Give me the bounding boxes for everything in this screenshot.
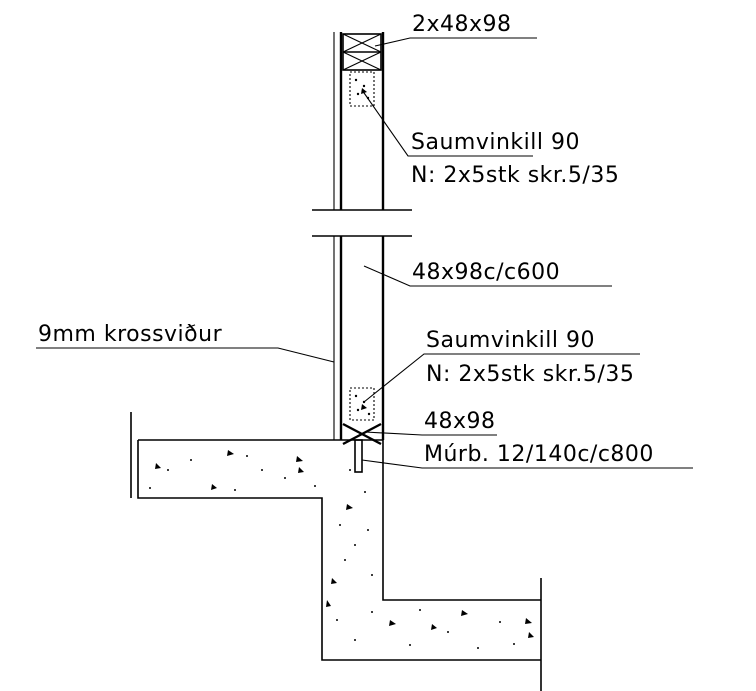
label-stud: 48x98c/c600 <box>412 260 560 285</box>
concrete-foundation <box>130 412 542 691</box>
bottom-angle-bracket <box>349 387 375 421</box>
label-angle-bottom-name: Saumvinkill 90 <box>426 328 595 353</box>
label-angle-top-name: Saumvinkill 90 <box>411 130 580 155</box>
label-plywood: 9mm krossviður <box>38 322 223 347</box>
break-lines <box>312 209 412 237</box>
label-anchor-bolt: Múrb. 12/140c/c800 <box>424 442 654 467</box>
label-angle-bottom-nails: N: 2x5stk skr.5/35 <box>426 362 634 387</box>
wall-stud <box>333 32 385 440</box>
top-angle-bracket <box>349 71 375 107</box>
leader-lines <box>36 37 693 469</box>
label-top-plate: 2x48x98 <box>412 12 512 37</box>
anchor-bolt <box>354 439 363 473</box>
label-angle-top-nails: N: 2x5stk skr.5/35 <box>411 163 619 188</box>
top-plate-symbol <box>342 33 382 71</box>
concrete-hatch <box>149 450 534 649</box>
label-bottom-plate: 48x98 <box>424 409 496 434</box>
